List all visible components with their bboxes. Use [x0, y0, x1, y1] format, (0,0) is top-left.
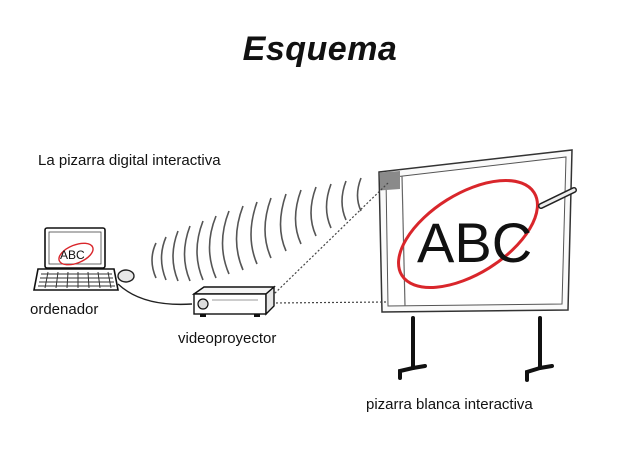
projection-sensor [380, 171, 400, 191]
board-text: ABC [417, 211, 532, 274]
projector [191, 285, 276, 317]
laptop: ABC [33, 227, 119, 291]
interactive-whiteboard: ABC [378, 149, 577, 313]
page-title: Esquema [242, 30, 398, 68]
whiteboard-label: pizarra blanca interactiva [366, 396, 533, 413]
computer-label: ordenador [30, 301, 99, 318]
projection-lines [271, 182, 389, 304]
wireless-receiver-icon [117, 269, 135, 283]
laptop-screen-text: ABC [60, 248, 85, 262]
projector-cable [117, 283, 193, 306]
pen-icon [538, 187, 577, 209]
projector-label: videoproyector [178, 330, 277, 347]
red-ellipse-annotation [397, 179, 539, 289]
wireless-signal [151, 177, 362, 282]
whiteboard-stand [398, 316, 554, 382]
lens-icon [197, 298, 209, 310]
system-label: La pizarra digital interactiva [38, 152, 221, 169]
